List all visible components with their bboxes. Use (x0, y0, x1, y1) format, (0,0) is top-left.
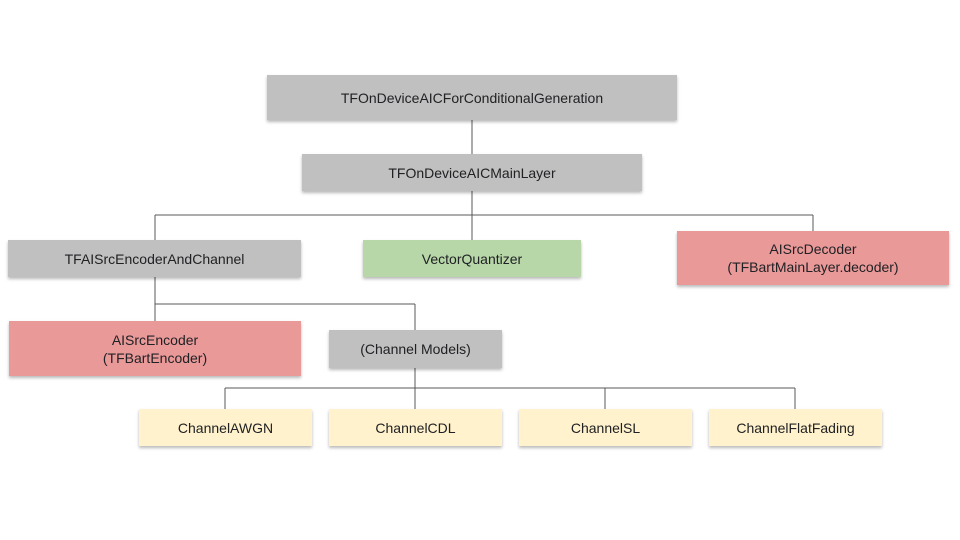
node-channel-sl-label: ChannelSL (570, 419, 641, 436)
node-channel-models-label: (Channel Models) (360, 341, 471, 357)
node-channel-cdl: ChannelCDL (329, 409, 502, 446)
node-encoder-class: (TFBartEncoder) (102, 349, 208, 366)
node-channel-flat-fading: ChannelFlatFading (709, 409, 882, 446)
node-channel-awgn-label: ChannelAWGN (177, 419, 274, 436)
node-channel-sl: ChannelSL (519, 409, 692, 446)
node-channel-models: (Channel Models) (329, 330, 502, 368)
node-main-layer: TFOnDeviceAICMainLayer (302, 154, 642, 191)
node-root: TFOnDeviceAICForConditionalGeneration (267, 75, 677, 120)
node-main-layer-label: TFOnDeviceAICMainLayer (388, 164, 556, 181)
node-decoder: AISrcDecoder (TFBartMainLayer.decoder) (677, 231, 949, 285)
node-encoder-and-channel: TFAISrcEncoderAndChannel (8, 240, 301, 277)
node-root-label: TFOnDeviceAICForConditionalGeneration (340, 89, 604, 106)
node-channel-awgn: ChannelAWGN (139, 409, 312, 446)
node-encoder-and-channel-label: TFAISrcEncoderAndChannel (64, 250, 245, 267)
node-encoder: AISrcEncoder (TFBartEncoder) (9, 321, 301, 376)
node-decoder-class: (TFBartMainLayer.decoder) (727, 259, 899, 275)
node-channel-flat-fading-label: ChannelFlatFading (736, 419, 855, 436)
node-vector-quantizer-label: VectorQuantizer (421, 250, 523, 267)
node-channel-cdl-label: ChannelCDL (375, 419, 456, 436)
node-encoder-name: AISrcEncoder (111, 331, 199, 348)
node-decoder-name: AISrcDecoder (769, 241, 857, 257)
node-vector-quantizer: VectorQuantizer (363, 240, 581, 277)
